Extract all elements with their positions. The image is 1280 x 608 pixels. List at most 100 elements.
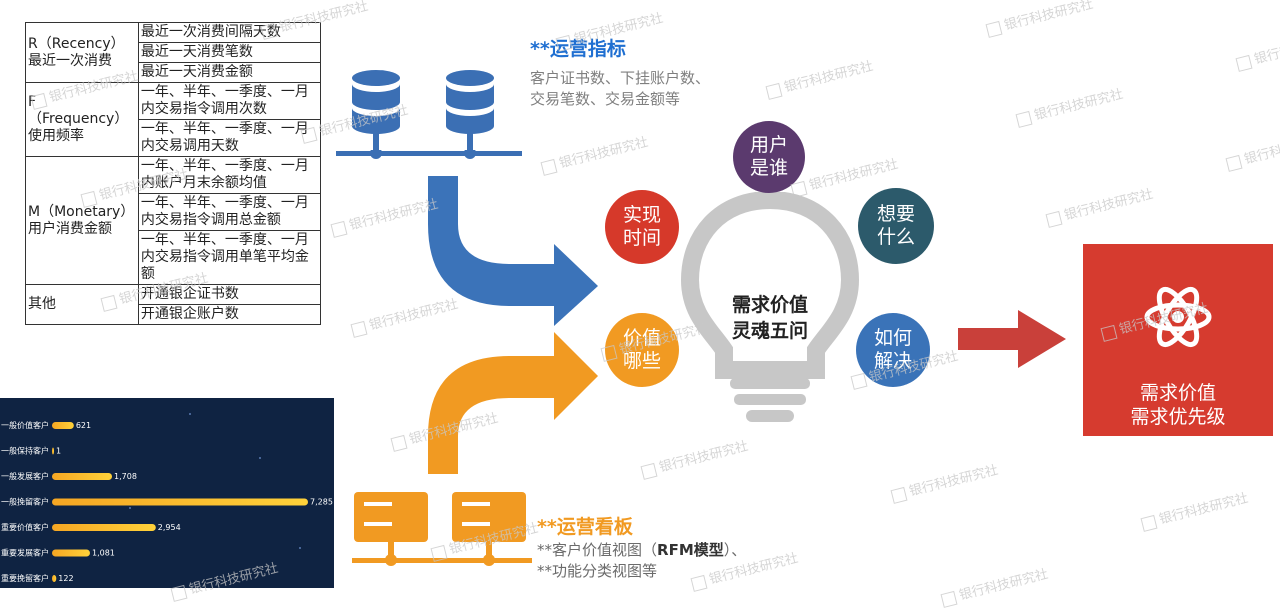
bar-category-label: 一般价值客户 — [1, 420, 49, 430]
bulb-label: 需求价值 灵魂五问 — [715, 292, 825, 344]
watermark: 银行科技研究社 — [1234, 27, 1280, 72]
rfm-model-label: RFM模型 — [657, 541, 724, 559]
watermark: 银行科技研究社 — [1139, 487, 1250, 532]
red-right-arrow — [958, 310, 1066, 368]
dashboard-line1-prefix: **客户价值视图（ — [537, 541, 658, 559]
question-who-line-1: 用户 — [749, 134, 788, 156]
rfm-category-cell: F（Frequency） 使用频率 — [25, 82, 139, 157]
bar-category-label: 重要发展客户 — [1, 548, 49, 558]
bar-value-label: 621 — [76, 421, 91, 430]
watermark-text: 银行科技研究社 — [557, 134, 650, 172]
bar-value-label: 1 — [56, 447, 61, 456]
watermark-logo-icon — [350, 320, 368, 338]
watermark-logo-icon — [940, 590, 958, 608]
rfm-category-cell: M（Monetary） 用户消费金额 — [25, 156, 139, 285]
rfm-table-row: 一年、半年、一季度、一月内交易指令调用单笔平均金额 — [26, 230, 322, 285]
bar-category-label: 一般挽留客户 — [1, 497, 49, 507]
bar — [52, 549, 90, 557]
watermark: 银行科技研究社 — [889, 459, 1000, 504]
priority-box: 需求价值 需求优先级 — [1083, 244, 1273, 436]
question-what-line-2: 什么 — [876, 226, 915, 248]
bar — [52, 575, 57, 582]
rfm-table-row: F（Frequency） 使用频率一年、半年、一季度、一月内交易指令调用次数 — [25, 82, 322, 157]
lightbulb-icon — [680, 192, 860, 422]
bar — [52, 498, 308, 506]
operations-metrics-line-2: 交易笔数、交易金额等 — [530, 90, 681, 108]
question-when-circle: 实现时间 — [605, 190, 679, 264]
watermark-text: 银行科技研究社 — [807, 156, 900, 194]
watermark-logo-icon — [1225, 154, 1243, 172]
bar-value-label: 2,954 — [158, 523, 181, 532]
database-icon-right — [446, 70, 494, 152]
rfm-metric-cell: 一年、半年、一季度、一月内交易调用天数 — [137, 119, 322, 157]
watermark: 银行科技研究社 — [1224, 127, 1280, 172]
watermark: 银行科技研究社 — [539, 131, 650, 176]
watermark: 银行科技研究社 — [1014, 83, 1125, 128]
watermark-text: 银行科技研究社 — [1252, 30, 1280, 68]
question-what-circle: 想要什么 — [858, 188, 934, 264]
bar-category-label: 一般发展客户 — [1, 471, 49, 481]
watermark-logo-icon — [1235, 54, 1253, 72]
rfm-metric-cell: 一年、半年、一季度、一月内交易指令调用总金额 — [137, 193, 322, 231]
rfm-table-row: 一年、半年、一季度、一月内交易指令调用总金额 — [26, 193, 322, 231]
question-value-line-2: 哪些 — [622, 350, 661, 372]
rfm-table: R（Recency） 最近一次消费最近一次消费间隔天数最近一天消费笔数最近一天消… — [25, 22, 322, 325]
question-when-line-2: 时间 — [622, 227, 661, 249]
question-value-circle: 价值哪些 — [605, 313, 679, 387]
watermark-logo-icon — [540, 158, 558, 176]
operations-dashboard-line-1: **客户价值视图（RFM模型）、 — [537, 540, 746, 561]
watermark-logo-icon — [1015, 110, 1033, 128]
question-when-line-1: 实现 — [622, 204, 661, 226]
operations-dashboard-desc: **客户价值视图（RFM模型）、 **功能分类视图等 — [537, 540, 746, 582]
question-who-circle: 用户是谁 — [733, 121, 805, 193]
question-value-line-1: 价值 — [622, 327, 661, 349]
rfm-category-cell: 其他 — [25, 284, 139, 325]
watermark-text: 银行科技研究社 — [1157, 490, 1250, 528]
bar-value-label: 122 — [58, 574, 73, 583]
rfm-table-row: R（Recency） 最近一次消费最近一次消费间隔天数 — [25, 22, 322, 83]
watermark-text: 银行科技研究社 — [907, 462, 1000, 500]
bar-category-label: 一般保持客户 — [1, 446, 49, 456]
bulb-label-line-2: 灵魂五问 — [731, 320, 808, 342]
operations-metrics-line-1: 客户证书数、下挂账户数、 — [530, 69, 711, 87]
bar — [52, 422, 74, 429]
bar-category-label: 重要价值客户 — [1, 522, 49, 532]
orange-curved-arrow — [428, 332, 598, 474]
operations-metrics-heading: **运营指标 — [530, 38, 626, 60]
watermark-logo-icon — [1140, 514, 1158, 532]
priority-line-1: 需求价值 — [1139, 382, 1216, 404]
watermark-text: 银行科技研究社 — [1242, 130, 1280, 168]
operations-dashboard-line-2: **功能分类视图等 — [537, 562, 658, 580]
rfm-metric-cell: 一年、半年、一季度、一月内交易指令调用单笔平均金额 — [137, 230, 322, 285]
bar — [52, 524, 156, 531]
bulb-label-line-1: 需求价值 — [731, 294, 808, 316]
atom-icon — [1144, 286, 1212, 348]
bar-category-label: 重要挽留客户 — [1, 573, 49, 583]
watermark-text: 银行科技研究社 — [1002, 0, 1095, 34]
bar — [52, 447, 54, 455]
watermark: 银行科技研究社 — [639, 435, 750, 480]
bar — [52, 473, 113, 480]
question-how-line-2: 解决 — [873, 350, 912, 372]
bar-value-label: 7,285 — [310, 498, 333, 507]
watermark-logo-icon — [640, 462, 658, 480]
rfm-table-row: M（Monetary） 用户消费金额一年、半年、一季度、一月内账户月末余额均值 — [25, 156, 322, 285]
operations-metrics-desc: 客户证书数、下挂账户数、 交易笔数、交易金额等 — [530, 68, 710, 110]
watermark: 银行科技研究社 — [1044, 183, 1155, 228]
rfm-category-cell: R（Recency） 最近一次消费 — [25, 22, 139, 83]
question-how-line-1: 如何 — [873, 327, 912, 349]
priority-line-2: 需求优先级 — [1130, 406, 1226, 428]
watermark-logo-icon — [765, 82, 783, 100]
watermark-text: 银行科技研究社 — [1032, 86, 1125, 124]
question-how-circle: 如何解决 — [856, 313, 930, 387]
question-what-line-1: 想要 — [876, 203, 915, 225]
watermark: 银行科技研究社 — [939, 563, 1050, 608]
watermark: 银行科技研究社 — [984, 0, 1095, 38]
watermark-logo-icon — [985, 20, 1003, 38]
blue-curved-arrow — [428, 176, 598, 326]
rfm-metric-cell: 最近一次消费间隔天数 — [137, 22, 322, 43]
rfm-metric-cell: 开通银企账户数 — [137, 304, 322, 325]
watermark-logo-icon — [390, 434, 408, 452]
rfm-table-row: 其他开通银企证书数 — [25, 284, 322, 325]
